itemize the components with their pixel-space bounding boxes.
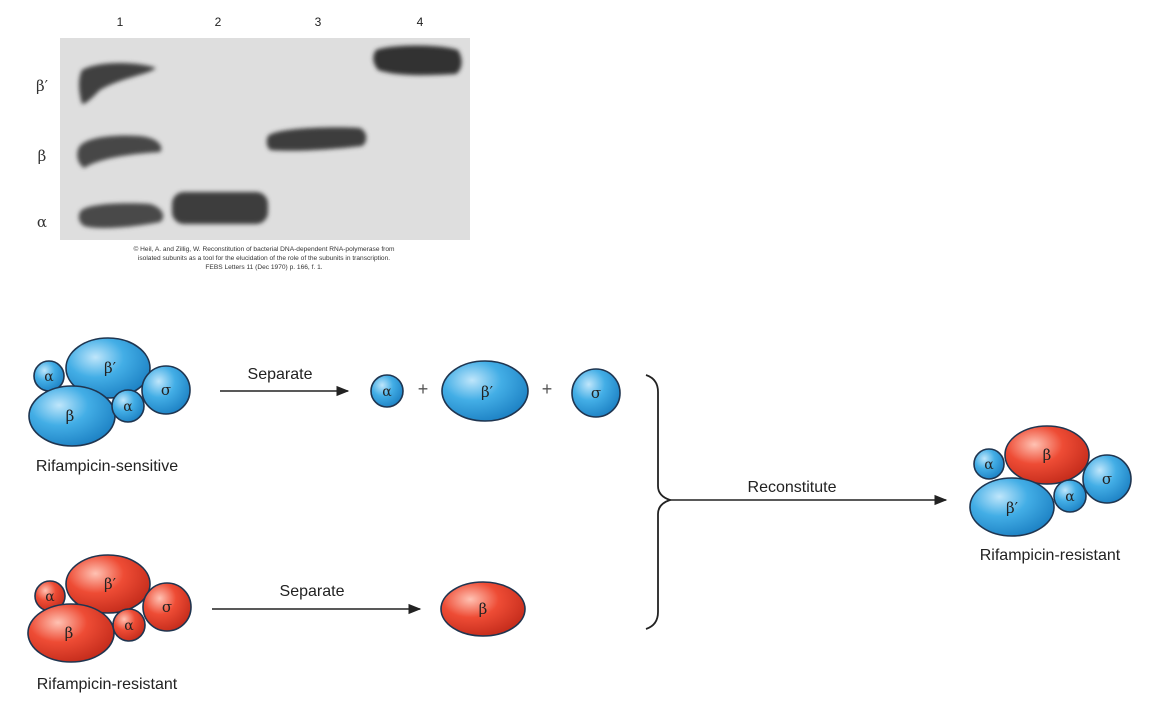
sensitive-alpha-1-label: α xyxy=(44,369,54,385)
product-sigma-label: σ xyxy=(1102,470,1112,488)
sensitive-alpha-2-label: α xyxy=(123,399,133,415)
band-lane1-beta xyxy=(77,135,162,168)
lane-label-3: 3 xyxy=(315,15,322,29)
lane-label-4: 4 xyxy=(417,15,424,29)
plus-sign-2: + xyxy=(542,379,553,399)
separated-resistant-subunit: β xyxy=(440,581,526,637)
top-separate-arrow: Separate xyxy=(220,366,350,397)
bottom-separate-arrow: Separate xyxy=(212,583,422,615)
band-lane1-beta-prime xyxy=(79,63,156,104)
free-sigma-label: σ xyxy=(591,384,601,402)
resistant-alpha-1-label: α xyxy=(45,589,55,605)
product-alpha-1-label: α xyxy=(984,457,994,473)
product-sigma xyxy=(1082,454,1132,504)
band-label-beta: β xyxy=(38,147,47,165)
product-label: Rifampicin-resistant xyxy=(980,547,1121,564)
gel-figure: 1 2 3 4 β′ β α © Heil, A. and Zillig, W.… xyxy=(36,15,470,271)
product-alpha-1 xyxy=(973,448,1005,480)
band-lane1-alpha xyxy=(78,203,164,229)
lane-label-2: 2 xyxy=(215,15,222,29)
sensitive-alpha-2 xyxy=(111,389,145,423)
resistant-beta-label: β xyxy=(65,624,74,642)
sensitive-sigma xyxy=(141,365,191,415)
free-beta-prime xyxy=(441,360,529,422)
combine-brace xyxy=(645,374,673,630)
sensitive-beta-prime xyxy=(65,337,151,399)
bottom-separate-label: Separate xyxy=(280,583,345,600)
product-beta-prime xyxy=(969,477,1055,537)
free-sigma xyxy=(571,368,621,418)
product-beta xyxy=(1004,425,1090,485)
reconstituted-enzyme: β α σ β′ α xyxy=(969,425,1132,537)
band-label-alpha: α xyxy=(37,213,47,231)
gel-bands xyxy=(77,45,462,229)
sensitive-beta-prime-label: β′ xyxy=(104,359,117,377)
top-separate-label: Separate xyxy=(248,366,313,383)
sensitive-sigma-label: σ xyxy=(161,381,171,399)
reconstitute-arrow: Reconstitute xyxy=(670,479,948,506)
gel-citation-line-2: isolated subunits as a tool for the eluc… xyxy=(138,255,390,262)
lane-label-1: 1 xyxy=(117,15,124,29)
product-beta-prime-label: β′ xyxy=(1006,499,1019,517)
band-lane3-beta xyxy=(266,127,367,151)
reconstitute-label: Reconstitute xyxy=(748,479,837,496)
resistant-sigma xyxy=(142,582,192,632)
free-alpha xyxy=(370,374,404,408)
product-beta-label: β xyxy=(1043,446,1052,464)
free-alpha-label: α xyxy=(382,384,392,400)
product-alpha-2-label: α xyxy=(1065,489,1075,505)
resistant-beta-prime-label: β′ xyxy=(104,575,117,593)
gel-citation-line-3: FEBS Letters 11 (Dec 1970) p. 166, f. 1. xyxy=(205,264,322,271)
resistant-beta-prime xyxy=(65,554,151,614)
sensitive-enzyme: β′ α σ β α xyxy=(28,337,191,447)
product-alpha-2 xyxy=(1053,479,1087,513)
band-lane4-beta-prime xyxy=(373,45,462,76)
resistant-alpha-2 xyxy=(112,608,146,642)
plus-sign-1: + xyxy=(418,379,429,399)
band-lane2-alpha xyxy=(172,192,268,224)
resistant-enzyme: β′ α σ β α xyxy=(27,554,192,663)
resistant-alpha-2-label: α xyxy=(124,618,134,634)
sensitive-beta-label: β xyxy=(66,407,75,425)
band-label-beta-prime: β′ xyxy=(36,77,49,95)
free-resistant-beta-label: β xyxy=(479,600,488,618)
resistant-beta xyxy=(27,603,115,663)
free-resistant-beta xyxy=(440,581,526,637)
gel-citation-line-1: © Heil, A. and Zillig, W. Reconstitution… xyxy=(133,245,395,253)
sensitive-label: Rifampicin-sensitive xyxy=(36,458,178,475)
resistant-sigma-label: σ xyxy=(162,598,172,616)
free-beta-prime-label: β′ xyxy=(481,383,494,401)
resistant-label: Rifampicin-resistant xyxy=(37,676,178,693)
separated-sensitive-subunits: α + β′ + σ xyxy=(370,360,621,422)
